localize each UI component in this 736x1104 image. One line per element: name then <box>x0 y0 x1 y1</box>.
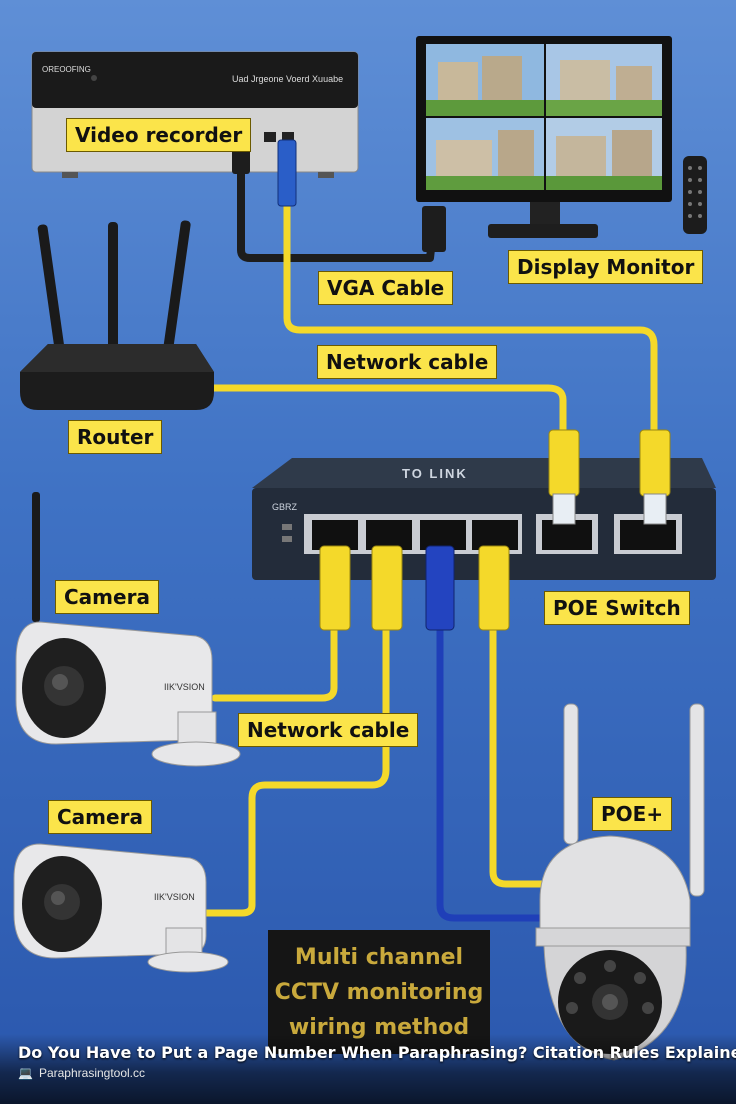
network-cable-router <box>206 384 567 444</box>
footer-gradient <box>0 1034 736 1104</box>
label-poe-plus: POE+ <box>592 797 673 831</box>
label-poe-switch: POE Switch <box>544 591 690 625</box>
vga-cable <box>237 166 436 262</box>
network-cable-camera-2 <box>201 626 390 917</box>
recorder-brand-text: OREOOFING <box>42 65 91 74</box>
label-vga-cable: VGA Cable <box>318 271 454 305</box>
label-video-recorder: Video recorder <box>66 118 252 152</box>
network-cable-blue <box>436 626 544 922</box>
label-router: Router <box>68 420 163 454</box>
camera-1-brand-text: IIK'VSION <box>164 682 205 692</box>
label-camera-1: Camera <box>55 580 159 614</box>
label-network-cable-top: Network cable <box>317 345 498 379</box>
network-cable-recorder <box>283 201 658 444</box>
router <box>20 220 214 410</box>
remote-control <box>683 156 707 234</box>
camera-1: IIK'VSION <box>15 492 241 767</box>
label-display-monitor: Display Monitor <box>508 250 704 284</box>
footer-source[interactable]: 💻 Paraphrasingtool.cc <box>18 1066 145 1080</box>
label-camera-2: Camera <box>48 800 152 834</box>
cables <box>201 166 658 922</box>
footer-title[interactable]: Do You Have to Put a Page Number When Pa… <box>18 1043 736 1062</box>
footer-source-text: Paraphrasingtool.cc <box>38 1066 146 1080</box>
title-line-1: Multi channel <box>294 945 464 970</box>
label-network-cable-mid: Network cable <box>238 713 419 747</box>
ptz-camera <box>535 703 705 1061</box>
network-cable-poe-plus <box>489 626 549 888</box>
title-line-2: CCTV monitoring <box>274 980 484 1005</box>
camera-2-brand-text: IIK'VSION <box>154 892 195 902</box>
network-cable-camera-1 <box>211 626 338 702</box>
camera-2: IIK'VSION <box>13 843 229 973</box>
recorder-model-text: Uad Jrgeone Voerd Xuuabe <box>232 74 343 84</box>
switch-model-text: GBRZ <box>272 502 298 512</box>
switch-brand-text: TO LINK <box>402 466 468 481</box>
display-monitor <box>416 36 672 252</box>
laptop-icon: 💻 <box>18 1066 33 1080</box>
rj45-connectors <box>319 429 671 631</box>
